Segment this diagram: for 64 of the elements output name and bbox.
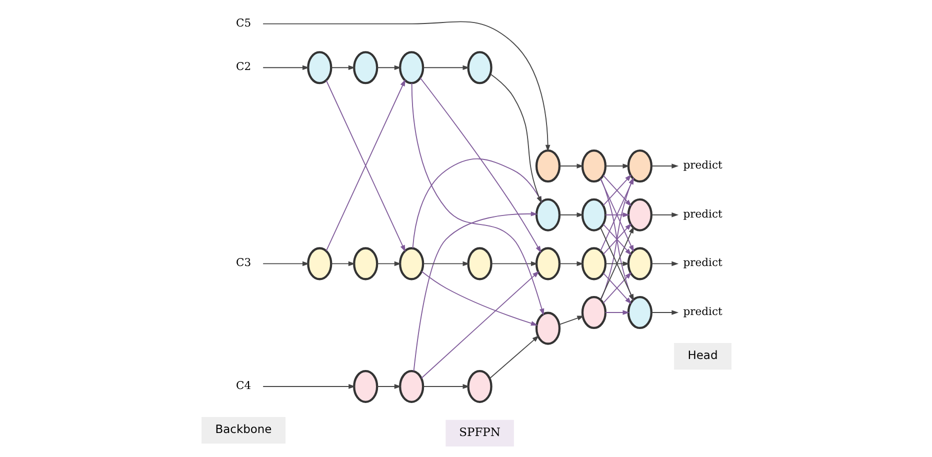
node-text: C4 — [235, 379, 251, 392]
node-ellipse — [534, 198, 560, 232]
arrow — [422, 65, 470, 70]
node-ellipse — [398, 51, 424, 84]
node-ellipse — [352, 51, 378, 84]
arrow — [558, 212, 584, 218]
node-ellipse — [352, 370, 378, 403]
node-text: C5 — [235, 16, 251, 30]
arrow — [420, 270, 538, 326]
node-text: C2 — [235, 60, 251, 74]
arrow — [422, 261, 470, 266]
node-ellipse — [580, 198, 606, 232]
node-ellipse — [626, 296, 652, 330]
arrow — [412, 158, 542, 249]
arrow — [422, 384, 470, 389]
arrow — [604, 261, 630, 266]
arrow — [558, 261, 584, 266]
arrow — [330, 65, 355, 70]
arrow — [558, 316, 584, 326]
node-ellipse — [306, 51, 332, 84]
node-ellipse — [398, 247, 424, 280]
arrow — [262, 65, 309, 70]
arrow — [489, 73, 542, 204]
arrow — [604, 164, 630, 168]
arrow — [376, 65, 401, 70]
arrow — [376, 261, 401, 266]
arrow — [650, 310, 678, 315]
arrow — [420, 270, 539, 379]
arrow — [262, 384, 355, 389]
arrow — [650, 261, 678, 266]
node-ellipse — [580, 247, 606, 280]
arrow — [490, 261, 538, 266]
node-text: predict — [682, 256, 722, 270]
node-ellipse — [306, 247, 332, 280]
arrow — [604, 310, 630, 315]
arrow — [262, 21, 550, 152]
node-text: predict — [682, 305, 722, 318]
node-ellipse — [534, 150, 560, 183]
arrow — [650, 164, 678, 168]
arrow — [604, 212, 630, 218]
node-ellipse — [580, 150, 606, 183]
node-ellipse — [466, 51, 492, 84]
node-text: predict — [682, 158, 722, 172]
node-ellipse — [626, 198, 652, 232]
node-text: predict — [682, 207, 722, 220]
arrow — [262, 261, 309, 266]
node-ellipse — [466, 370, 492, 403]
arrow — [376, 384, 401, 389]
arrow — [558, 164, 584, 168]
arrow — [419, 77, 541, 253]
node-ellipse — [626, 247, 652, 280]
node-ellipse — [580, 296, 606, 330]
node-ellipse — [352, 247, 378, 280]
node-ellipse — [534, 312, 560, 345]
arrow — [410, 82, 544, 316]
node-ellipse — [398, 370, 424, 403]
node-ellipse — [466, 247, 492, 280]
node-ellipse — [534, 247, 560, 280]
arrow — [488, 335, 539, 379]
node-text: C3 — [235, 256, 251, 270]
arrow — [412, 211, 538, 372]
node-ellipse — [626, 150, 652, 183]
arrow — [650, 212, 678, 218]
arrow — [330, 261, 355, 266]
